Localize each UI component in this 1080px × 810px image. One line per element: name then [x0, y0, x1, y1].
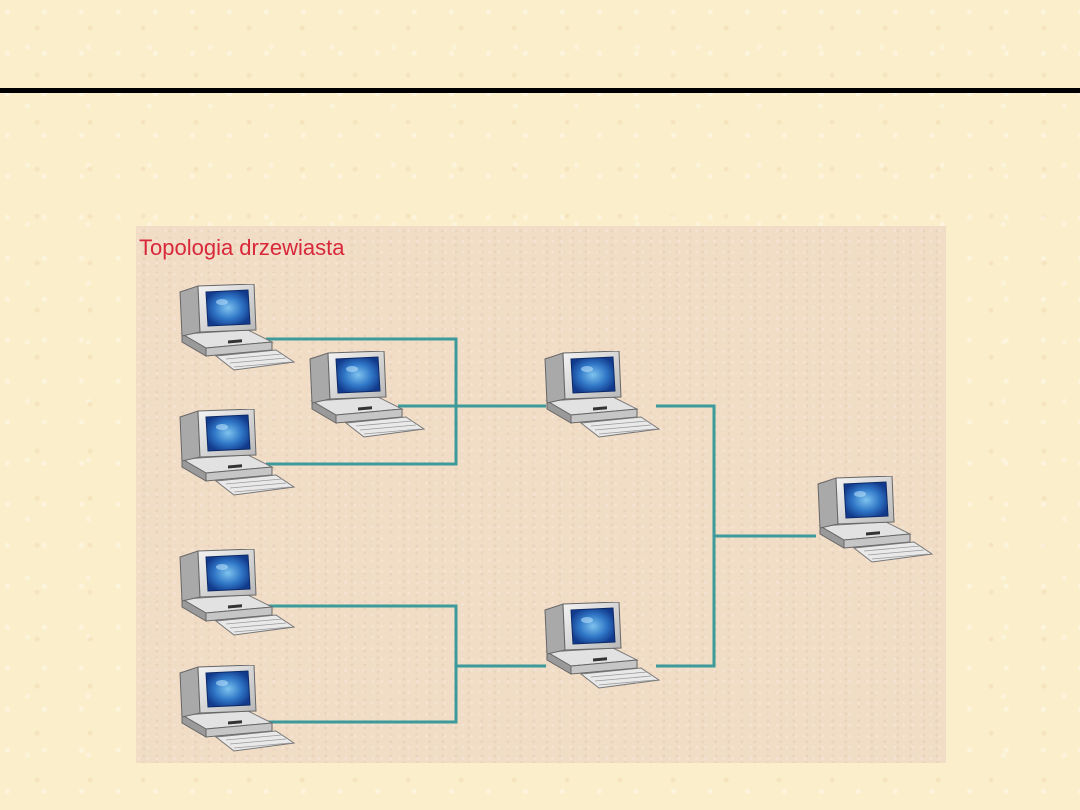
desktop-computer-icon [179, 665, 296, 752]
link-computer-7 [266, 666, 458, 724]
computer-4 [541, 351, 661, 439]
desktop-computer-icon [309, 351, 426, 438]
computer-6 [541, 602, 661, 690]
desktop-computer-icon [817, 476, 934, 563]
desktop-computer-icon [179, 284, 296, 371]
computer-7 [176, 665, 296, 753]
computer-5 [176, 549, 296, 637]
network-links [266, 337, 816, 724]
desktop-computer-icon [179, 549, 296, 636]
desktop-computer-icon [179, 409, 296, 496]
link-computer-5 [266, 604, 458, 666]
link-computer-1 [266, 337, 458, 406]
desktop-computer-icon [544, 602, 661, 689]
link-computer-4 [656, 404, 716, 536]
topology-diagram: Topologia drzewiasta [136, 226, 946, 763]
computer-1 [176, 284, 296, 372]
computer-8 [814, 476, 934, 564]
computer-3 [306, 351, 426, 439]
desktop-computer-icon [544, 351, 661, 438]
computer-2 [176, 409, 296, 497]
header-divider [0, 88, 1080, 93]
diagram-title: Topologia drzewiasta [139, 235, 345, 260]
link-computer-2 [266, 406, 458, 466]
link-computer-6 [656, 536, 716, 668]
